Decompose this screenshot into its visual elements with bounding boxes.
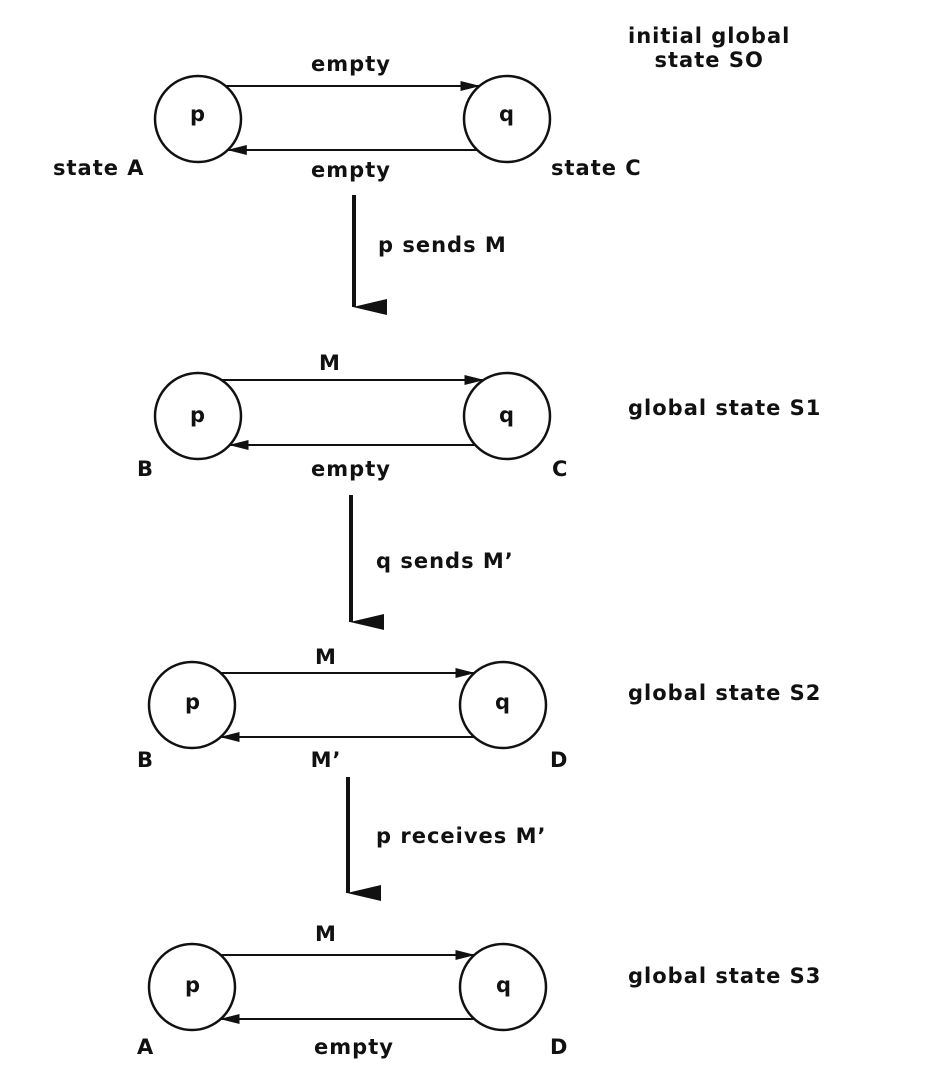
- process-q-circle-s3: [458, 942, 548, 1032]
- q-local-state-s2: D: [550, 748, 569, 772]
- process-p-circle-s3: [147, 942, 237, 1032]
- transition-label-3: p receives M’: [376, 824, 547, 848]
- channel-pq-label-s0: empty: [311, 52, 391, 76]
- process-p-label-s3: p: [184, 973, 202, 997]
- process-q-circle-s0: [462, 74, 552, 164]
- process-p-label-s1: p: [189, 403, 207, 427]
- p-local-state-s3: A: [137, 1035, 155, 1059]
- channel-pq-label-s3: M: [315, 922, 337, 946]
- state-title-s0: initial global state SO: [628, 24, 791, 73]
- process-p-circle-s0: [153, 74, 243, 164]
- channel-pq-label-s2: M: [315, 645, 337, 669]
- state-title-s2: global state S2: [628, 681, 822, 705]
- process-p-label-s0: p: [189, 102, 207, 126]
- channel-qp-label-s1: empty: [311, 457, 391, 481]
- process-q-circle-s2: [458, 660, 548, 750]
- state-title-s1: global state S1: [628, 396, 822, 420]
- q-local-state-s1: C: [552, 457, 569, 481]
- process-p-label-s2: p: [184, 690, 202, 714]
- channel-pq-label-s1: M: [319, 351, 341, 375]
- transition-label-1: p sends M: [378, 233, 507, 257]
- transition-label-2: q sends M’: [376, 549, 514, 573]
- process-p-circle-s2: [147, 660, 237, 750]
- channel-qp-label-s2: M’: [310, 748, 342, 772]
- process-q-label-s2: q: [494, 690, 512, 714]
- process-p-circle-s1: [153, 371, 243, 461]
- channel-qp-label-s0: empty: [311, 158, 391, 182]
- process-q-label-s3: q: [495, 973, 513, 997]
- process-q-label-s0: q: [498, 102, 516, 126]
- process-q-circle-s1: [462, 371, 552, 461]
- q-local-state-s3: D: [550, 1035, 569, 1059]
- p-local-state-s2: B: [137, 748, 155, 772]
- state-title-s3: global state S3: [628, 964, 822, 988]
- process-q-label-s1: q: [498, 403, 516, 427]
- channel-qp-label-s3: empty: [314, 1035, 394, 1059]
- q-local-state-s0: state C: [551, 156, 642, 180]
- p-local-state-s1: B: [137, 457, 155, 481]
- p-local-state-s0: state A: [53, 156, 145, 180]
